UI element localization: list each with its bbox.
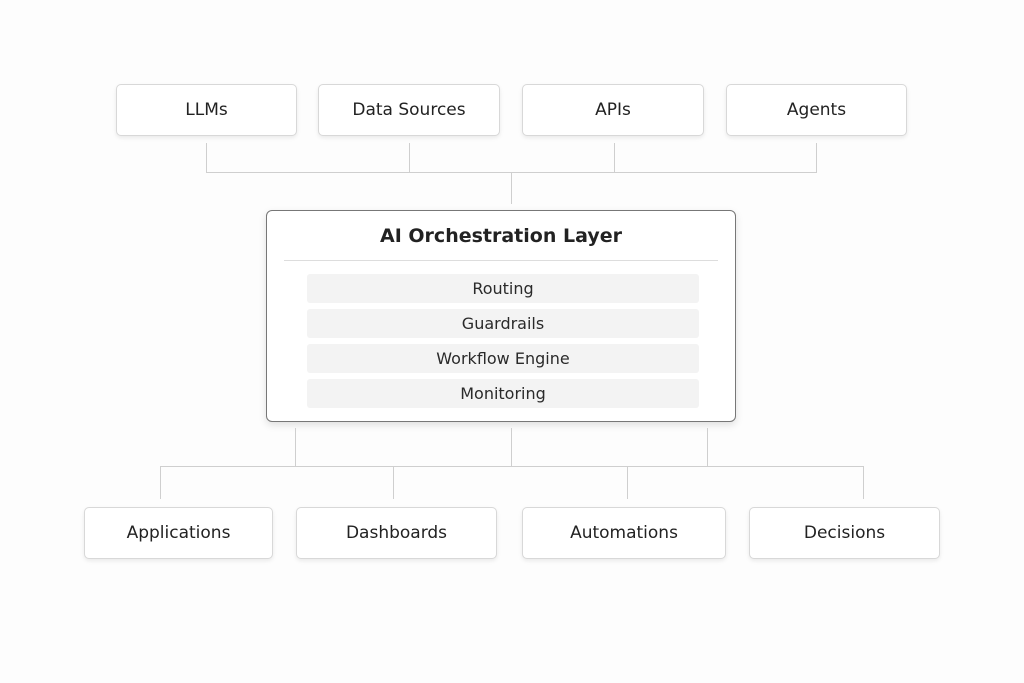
module-workflow-engine: Workflow Engine — [307, 344, 699, 373]
title-divider — [284, 260, 718, 261]
node-label: Decisions — [803, 523, 886, 543]
input-node-agents: Agents — [726, 84, 907, 136]
node-label: Dashboards — [345, 523, 448, 543]
connector-core-right — [707, 428, 708, 466]
module-label: Workflow Engine — [436, 349, 570, 368]
connector-automations — [627, 466, 628, 499]
module-routing: Routing — [307, 274, 699, 303]
module-guardrails: Guardrails — [307, 309, 699, 338]
connector-apis — [614, 143, 615, 172]
connector-dashboards — [393, 466, 394, 499]
connector-top-trunk — [511, 172, 512, 204]
connector-applications — [160, 466, 161, 499]
output-node-applications: Applications — [84, 507, 273, 559]
input-node-apis: APIs — [522, 84, 704, 136]
orchestration-layer-title: AI Orchestration Layer — [380, 225, 622, 247]
module-monitoring: Monitoring — [307, 379, 699, 408]
connector-llms — [206, 143, 207, 172]
orchestration-layer-panel: AI Orchestration Layer Routing Guardrail… — [266, 210, 736, 422]
output-node-decisions: Decisions — [749, 507, 940, 559]
node-label: Applications — [126, 523, 231, 543]
connector-core-left — [295, 428, 296, 466]
output-node-dashboards: Dashboards — [296, 507, 497, 559]
output-node-automations: Automations — [522, 507, 726, 559]
node-label: Automations — [570, 523, 678, 543]
module-label: Routing — [472, 279, 534, 298]
node-label: LLMs — [185, 100, 228, 120]
connector-core-center — [511, 428, 512, 466]
connector-agents — [816, 143, 817, 172]
node-label: Agents — [786, 100, 847, 120]
input-node-llms: LLMs — [116, 84, 297, 136]
connector-decisions — [863, 466, 864, 499]
module-label: Guardrails — [461, 314, 545, 333]
node-label: Data Sources — [352, 100, 466, 120]
module-label: Monitoring — [460, 384, 546, 403]
connector-data-sources — [409, 143, 410, 172]
input-node-data-sources: Data Sources — [318, 84, 500, 136]
connector-bottom-bus — [160, 466, 864, 467]
node-label: APIs — [595, 100, 631, 120]
